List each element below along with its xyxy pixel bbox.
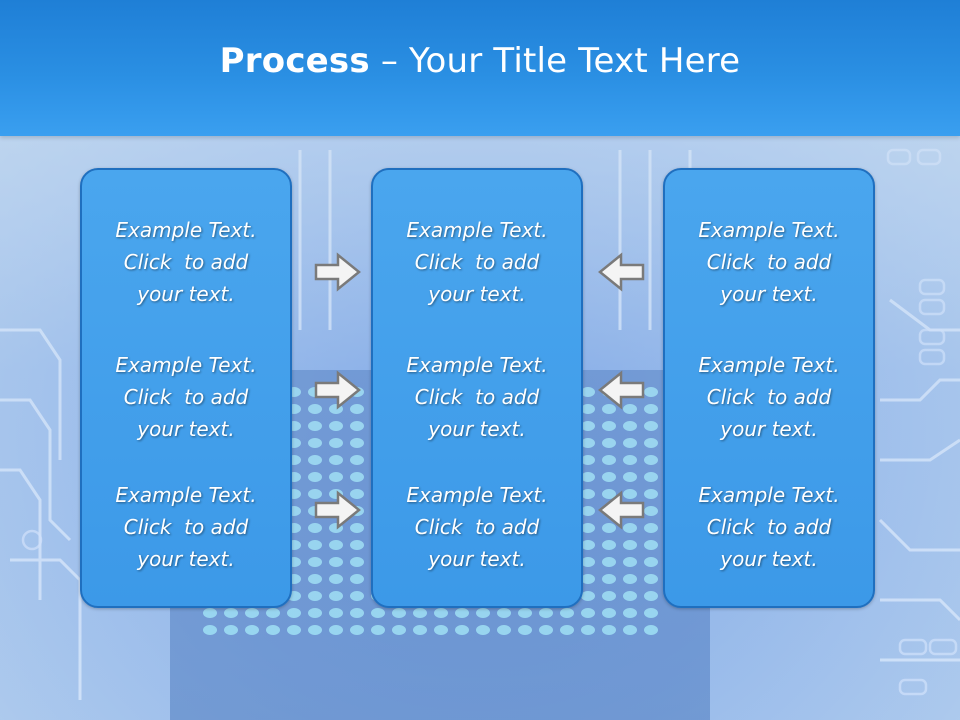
text-placeholder[interactable]: Example Text. Click to add your text. bbox=[665, 479, 873, 575]
text-line: Click to add bbox=[706, 515, 832, 539]
arrow-left-icon[interactable] bbox=[597, 490, 645, 530]
text-line: Click to add bbox=[414, 515, 540, 539]
process-box-middle[interactable]: Example Text. Click to add your text. Ex… bbox=[371, 168, 583, 608]
title-banner: Process – Your Title Text Here bbox=[0, 0, 960, 136]
text-line: Click to add bbox=[414, 385, 540, 409]
text-placeholder[interactable]: Example Text. Click to add your text. bbox=[373, 479, 581, 575]
title-rest: Your Title Text Here bbox=[409, 41, 741, 81]
text-placeholder[interactable]: Example Text. Click to add your text. bbox=[82, 479, 290, 575]
text-placeholder[interactable]: Example Text. Click to add your text. bbox=[373, 214, 581, 310]
text-line: your text. bbox=[137, 547, 235, 571]
text-line: Example Text. bbox=[406, 218, 548, 242]
title-dash: – bbox=[369, 41, 410, 81]
arrow-right-icon[interactable] bbox=[314, 370, 362, 410]
text-line: Example Text. bbox=[698, 483, 840, 507]
process-box-right[interactable]: Example Text. Click to add your text. Ex… bbox=[663, 168, 875, 608]
text-line: your text. bbox=[428, 547, 526, 571]
text-line: Click to add bbox=[706, 250, 832, 274]
text-line: Example Text. bbox=[698, 218, 840, 242]
text-line: Example Text. bbox=[115, 218, 257, 242]
text-line: Click to add bbox=[706, 385, 832, 409]
text-line: your text. bbox=[720, 417, 818, 441]
arrow-left-icon[interactable] bbox=[597, 252, 645, 292]
arrow-right-icon[interactable] bbox=[314, 252, 362, 292]
text-line: your text. bbox=[137, 282, 235, 306]
text-placeholder[interactable]: Example Text. Click to add your text. bbox=[373, 349, 581, 445]
text-line: Example Text. bbox=[698, 353, 840, 377]
text-placeholder[interactable]: Example Text. Click to add your text. bbox=[665, 214, 873, 310]
text-line: Click to add bbox=[123, 385, 249, 409]
text-line: Example Text. bbox=[115, 353, 257, 377]
text-line: your text. bbox=[720, 282, 818, 306]
text-line: Example Text. bbox=[406, 483, 548, 507]
text-line: your text. bbox=[428, 282, 526, 306]
slide-title[interactable]: Process – Your Title Text Here bbox=[220, 41, 741, 81]
text-line: Click to add bbox=[414, 250, 540, 274]
text-line: Click to add bbox=[123, 515, 249, 539]
title-bold: Process bbox=[219, 41, 370, 81]
text-line: Example Text. bbox=[115, 483, 257, 507]
process-box-left[interactable]: Example Text. Click to add your text. Ex… bbox=[80, 168, 292, 608]
text-placeholder[interactable]: Example Text. Click to add your text. bbox=[82, 349, 290, 445]
text-line: your text. bbox=[428, 417, 526, 441]
arrow-left-icon[interactable] bbox=[597, 370, 645, 410]
text-line: Example Text. bbox=[406, 353, 548, 377]
text-line: your text. bbox=[720, 547, 818, 571]
text-placeholder[interactable]: Example Text. Click to add your text. bbox=[665, 349, 873, 445]
text-placeholder[interactable]: Example Text. Click to add your text. bbox=[82, 214, 290, 310]
text-line: Click to add bbox=[123, 250, 249, 274]
arrow-right-icon[interactable] bbox=[314, 490, 362, 530]
text-line: your text. bbox=[137, 417, 235, 441]
